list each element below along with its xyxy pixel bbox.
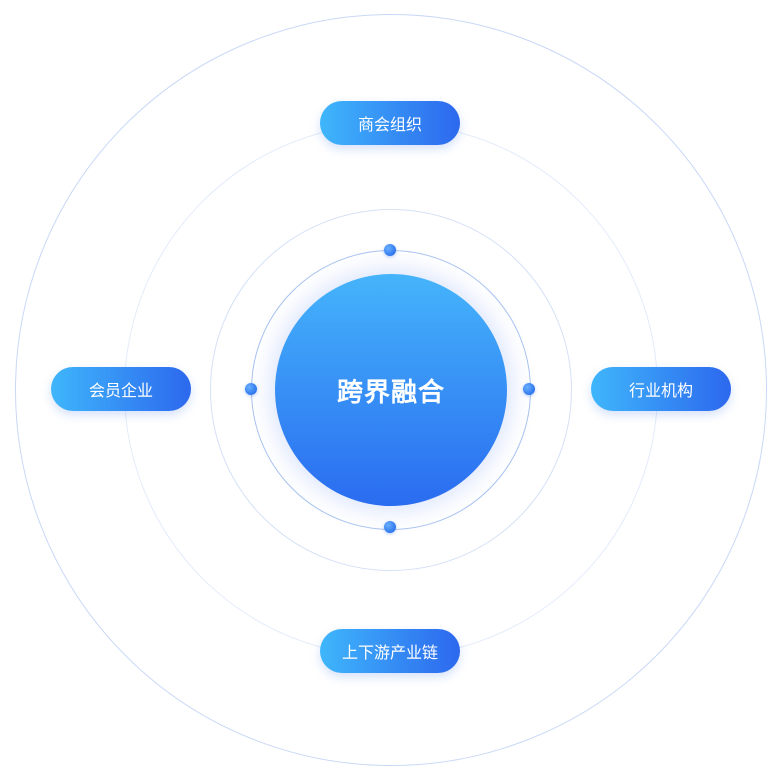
node-member-enterprises[interactable]: 会员企业: [51, 367, 191, 411]
node-chamber-organization[interactable]: 商会组织: [320, 101, 460, 145]
center-label: 跨界融合: [336, 377, 445, 408]
outer-ring: [15, 14, 767, 766]
center-circle: 跨界融合: [275, 274, 507, 506]
ring-dot-bottom: [384, 521, 396, 533]
ring-dot-top: [384, 244, 396, 256]
third-ring: [210, 209, 572, 571]
ring-dot-left: [245, 383, 257, 395]
node-industry-institutions[interactable]: 行业机构: [591, 367, 731, 411]
node-supply-chain[interactable]: 上下游产业链: [320, 629, 460, 673]
ring-dot-right: [523, 383, 535, 395]
